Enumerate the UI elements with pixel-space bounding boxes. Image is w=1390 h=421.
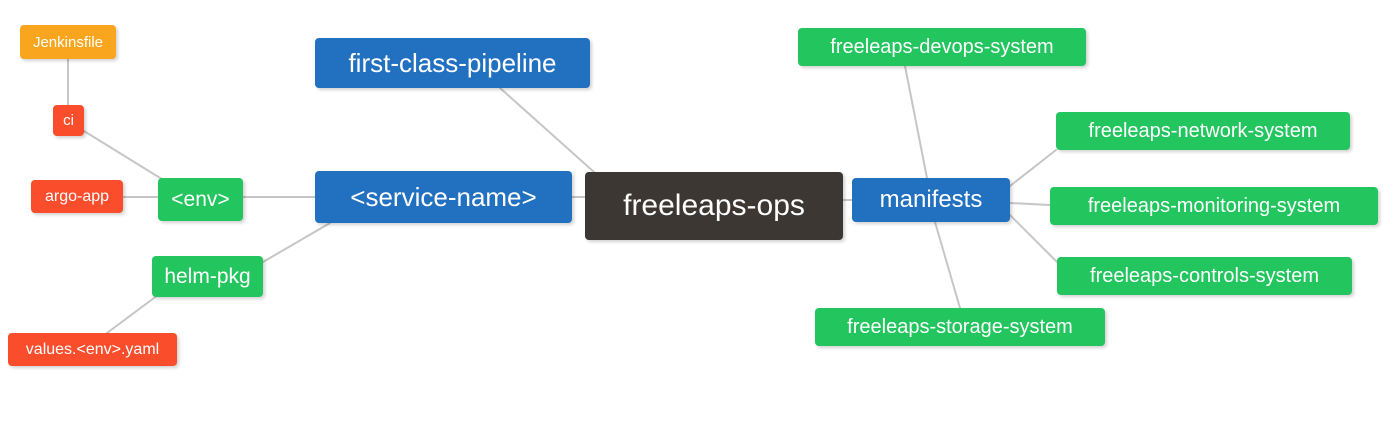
mindmap-node-freeleaps-ops[interactable]: freeleaps-ops bbox=[585, 172, 843, 240]
node-label-values-env-yaml: values.<env>.yaml bbox=[25, 340, 160, 358]
node-label-jenkinsfile: Jenkinsfile bbox=[32, 33, 104, 51]
node-label-ci: ci bbox=[63, 112, 74, 129]
node-label-freeleaps-network-system: freeleaps-network-system bbox=[1088, 120, 1318, 142]
node-label-service-name: <service-name> bbox=[350, 182, 537, 212]
edge-manifests-to-freeleaps-storage-system bbox=[934, 221, 961, 309]
edge-service-name-to-helm-pkg bbox=[262, 222, 331, 263]
mindmap-node-freeleaps-controls-system[interactable]: freeleaps-controls-system bbox=[1057, 257, 1352, 295]
node-label-first-class-pipeline: first-class-pipeline bbox=[348, 48, 557, 78]
mindmap-node-jenkinsfile[interactable]: Jenkinsfile bbox=[20, 25, 116, 59]
mindmap-node-manifests[interactable]: manifests bbox=[852, 178, 1010, 222]
edge-manifests-to-freeleaps-monitoring-system bbox=[1009, 202, 1051, 206]
mindmap-node-values-env-yaml[interactable]: values.<env>.yaml bbox=[8, 333, 177, 366]
mindmap-node-freeleaps-network-system[interactable]: freeleaps-network-system bbox=[1056, 112, 1350, 150]
node-label-freeleaps-ops: freeleaps-ops bbox=[623, 189, 805, 222]
mindmap-node-helm-pkg[interactable]: helm-pkg bbox=[152, 256, 263, 297]
mindmap-node-first-class-pipeline[interactable]: first-class-pipeline bbox=[315, 38, 590, 88]
mindmap-node-freeleaps-devops-system[interactable]: freeleaps-devops-system bbox=[798, 28, 1086, 66]
edge-helm-pkg-to-values-env-yaml bbox=[106, 291, 163, 334]
mindmap-node-argo-app[interactable]: argo-app bbox=[31, 180, 123, 213]
node-label-env: <env> bbox=[171, 188, 230, 211]
node-label-helm-pkg: helm-pkg bbox=[164, 265, 251, 288]
edge-freeleaps-ops-to-first-class-pipeline bbox=[499, 87, 595, 173]
mindmap-node-ci[interactable]: ci bbox=[53, 105, 84, 136]
node-label-freeleaps-controls-system: freeleaps-controls-system bbox=[1090, 265, 1319, 287]
mindmap-node-env[interactable]: <env> bbox=[158, 178, 243, 221]
edge-manifests-to-freeleaps-network-system bbox=[1009, 149, 1057, 187]
mindmap-node-service-name[interactable]: <service-name> bbox=[315, 171, 572, 223]
node-label-freeleaps-monitoring-system: freeleaps-monitoring-system bbox=[1087, 195, 1341, 217]
node-label-freeleaps-storage-system: freeleaps-storage-system bbox=[847, 316, 1073, 338]
mindmap-node-freeleaps-storage-system[interactable]: freeleaps-storage-system bbox=[815, 308, 1105, 346]
node-label-argo-app: argo-app bbox=[44, 187, 110, 205]
node-label-manifests: manifests bbox=[879, 186, 983, 213]
edge-manifests-to-freeleaps-devops-system bbox=[904, 65, 928, 179]
node-label-freeleaps-devops-system: freeleaps-devops-system bbox=[830, 36, 1054, 58]
mindmap-node-freeleaps-monitoring-system[interactable]: freeleaps-monitoring-system bbox=[1050, 187, 1378, 225]
edge-env-to-ci bbox=[83, 130, 166, 182]
